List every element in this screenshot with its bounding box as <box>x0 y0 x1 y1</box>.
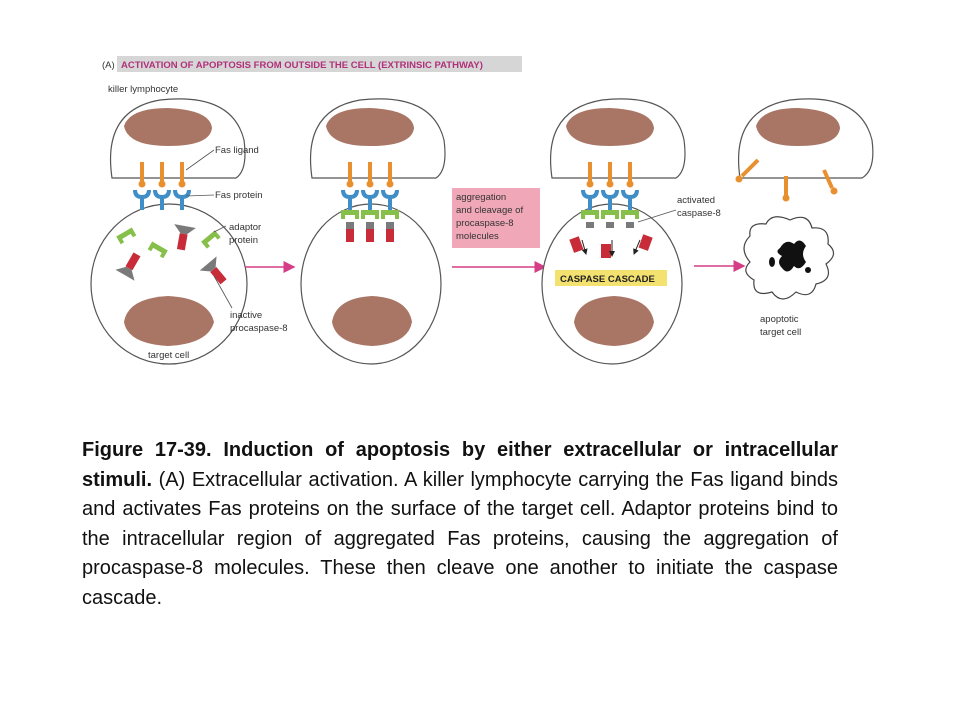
panel-title: ACTIVATION OF APOPTOSIS FROM OUTSIDE THE… <box>121 60 483 71</box>
activated-caspase-line2: caspase-8 <box>677 208 721 219</box>
procaspase <box>346 222 354 242</box>
stage-3 <box>541 98 686 365</box>
panel-prefix: (A) <box>102 60 115 71</box>
caspase-cascade-highlight <box>555 270 667 286</box>
apoptotic-line1: apoptotic <box>760 314 799 325</box>
target-nucleus <box>574 296 654 346</box>
fragmented-nucleus <box>777 240 806 272</box>
label-inactive-line1: inactive <box>230 310 262 321</box>
stage-4 <box>735 98 874 300</box>
caption-body: (A) Extracellular activation. A killer l… <box>82 468 838 609</box>
target-nucleus <box>124 296 214 346</box>
killer-nucleus <box>566 108 654 146</box>
target-nucleus <box>332 296 412 346</box>
aggregation-line4: molecules <box>456 231 499 242</box>
activated-caspase <box>601 244 611 258</box>
figure-caption: Figure 17-39. Induction of apoptosis by … <box>82 436 838 613</box>
activated-caspase-line1: activated <box>677 195 715 206</box>
apoptosis-extrinsic-pathway-diagram: (A) ACTIVATION OF APOPTOSIS FROM OUTSIDE… <box>90 56 874 365</box>
aggregation-line2: and cleavage of <box>456 205 523 216</box>
panel-title-highlight <box>117 56 522 72</box>
procaspase <box>386 222 394 242</box>
aggregation-line3: procaspase-8 <box>456 218 514 229</box>
label-adaptor-line2: protein <box>229 235 258 246</box>
label-inactive-line2: procaspase-8 <box>230 323 288 334</box>
apoptotic-line2: target cell <box>760 327 801 338</box>
label-killer-lymphocyte: killer lymphocyte <box>108 84 178 95</box>
stage-2 <box>300 98 446 365</box>
activated-caspase <box>569 236 584 253</box>
caspase-cascade-label: CASPASE CASCADE <box>560 274 655 285</box>
figure-label: Figure 17-39. Induction of apoptosis by … <box>82 439 838 491</box>
activated-caspase <box>638 234 653 251</box>
killer-nucleus <box>326 108 414 146</box>
label-fas-ligand: Fas ligand <box>215 145 259 156</box>
aggregation-line1: aggregation <box>456 192 506 203</box>
stage-1 <box>90 98 248 365</box>
label-target-cell: target cell <box>148 350 189 361</box>
label-adaptor-line1: adaptor <box>229 222 261 233</box>
aggregation-box <box>452 188 540 248</box>
killer-nucleus <box>756 108 840 146</box>
label-fas-protein: Fas protein <box>215 190 263 201</box>
procaspase <box>366 222 374 242</box>
killer-nucleus <box>124 108 212 146</box>
